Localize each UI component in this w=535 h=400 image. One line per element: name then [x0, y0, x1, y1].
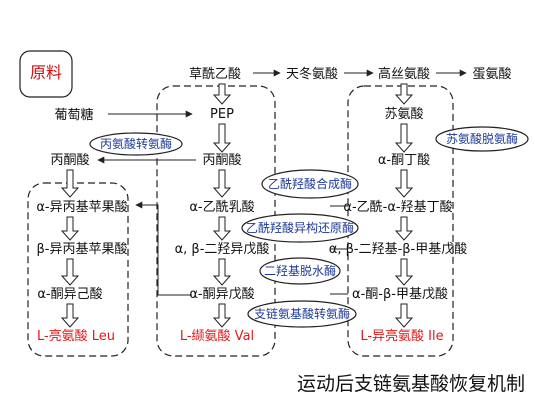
- enzyme-ahas-label: 乙酰羟酸合成酶: [268, 176, 352, 191]
- down-arrow: [212, 216, 232, 241]
- acetohydroxybutyrate-label: α-乙酰-α-羟基丁酸: [343, 200, 452, 215]
- down-arrow: [212, 258, 232, 286]
- down-arrow: [60, 303, 80, 328]
- enzyme-dehydratase-label: 二羟基脱水酶: [264, 263, 336, 278]
- down-arrow: [212, 169, 232, 198]
- leucine-pathway-box: [27, 182, 129, 357]
- raw-material-label: 原料: [30, 63, 62, 82]
- enzyme-ellipse-alanine-transaminase: [89, 132, 183, 156]
- oxaloacetate-label: 草酰乙酸: [189, 67, 241, 82]
- pep-label: PEP: [210, 107, 234, 122]
- dihydroxyisovalerate-label: α, β-二羟异戊酸: [175, 242, 270, 257]
- a-isopropylmalate-label: α-异丙基苹果酸: [36, 200, 127, 215]
- raw-material-box: [19, 50, 73, 98]
- down-arrow: [394, 83, 414, 105]
- down-arrow: [394, 123, 414, 153]
- down-arrow: [394, 216, 414, 241]
- enzyme-alanine-transaminase-label: 丙氨酸转氨酶: [100, 136, 172, 151]
- ketobutyrate-label: α-酮丁酸: [378, 153, 430, 168]
- valine-label: L-缬氨酸 Val: [180, 329, 254, 344]
- leucine-label: L-亮氨酸 Leu: [37, 328, 115, 344]
- connector-kiv-to-ipm: [135, 201, 192, 296]
- down-arrow: [212, 303, 232, 328]
- ketomethylvalerate-label: α-酮-β-甲基戊酸: [352, 287, 448, 302]
- down-arrow: [394, 169, 414, 198]
- enzyme-ellipse-ahas: [261, 169, 359, 199]
- ketoisocaproate-label: α-酮异己酸: [37, 287, 102, 302]
- down-arrow: [212, 83, 232, 105]
- enzyme-ellipse-dehydratase: [259, 257, 341, 285]
- pyruvate-source-label: 丙酮酸: [50, 153, 89, 168]
- isoleucine-label: L-异亮氨酸 Ile: [360, 328, 443, 344]
- pyruvate-label: 丙酮酸: [202, 153, 241, 168]
- threonine-label: 苏氨酸: [384, 106, 423, 122]
- aspartate-label: 天冬氨酸: [286, 66, 338, 82]
- down-arrow: [394, 303, 414, 328]
- methionine-label: 蛋氨酸: [472, 67, 511, 82]
- glucose-label: 葡萄糖: [54, 107, 93, 123]
- enzyme-reductoisomerase-label: 乙酰羟酸异构还原酶: [246, 220, 354, 235]
- enzyme-ellipse-reductoisomerase: [241, 213, 359, 243]
- caption: 运动后支链氨基酸恢复机制: [297, 373, 525, 395]
- down-arrow: [60, 258, 80, 286]
- down-arrow: [60, 169, 80, 198]
- b-isopropylmalate-label: β-异丙基苹果酸: [37, 242, 128, 257]
- down-arrow: [394, 258, 414, 286]
- fat-arrows: [60, 83, 414, 328]
- enzyme-ellipse-threonine-deaminase: [435, 126, 529, 152]
- enzyme-bcat-label: 支链氨基酸转氨酶: [254, 306, 350, 321]
- acetolactate-label: α-乙酰乳酸: [189, 200, 254, 215]
- enzyme-ellipse-bcat: [247, 300, 357, 328]
- enzyme-threonine-deaminase-label: 苏氨酸脱氨酶: [446, 131, 518, 146]
- down-arrow: [60, 216, 80, 241]
- down-arrow: [212, 123, 232, 153]
- ketoisovalerate-label: α-酮异戊酸: [189, 287, 254, 302]
- homoserine-label: 高丝氨酸: [378, 66, 430, 82]
- dihydroxymethylvalerate-label: α, β-二羟基-β-甲基戊酸: [329, 242, 468, 257]
